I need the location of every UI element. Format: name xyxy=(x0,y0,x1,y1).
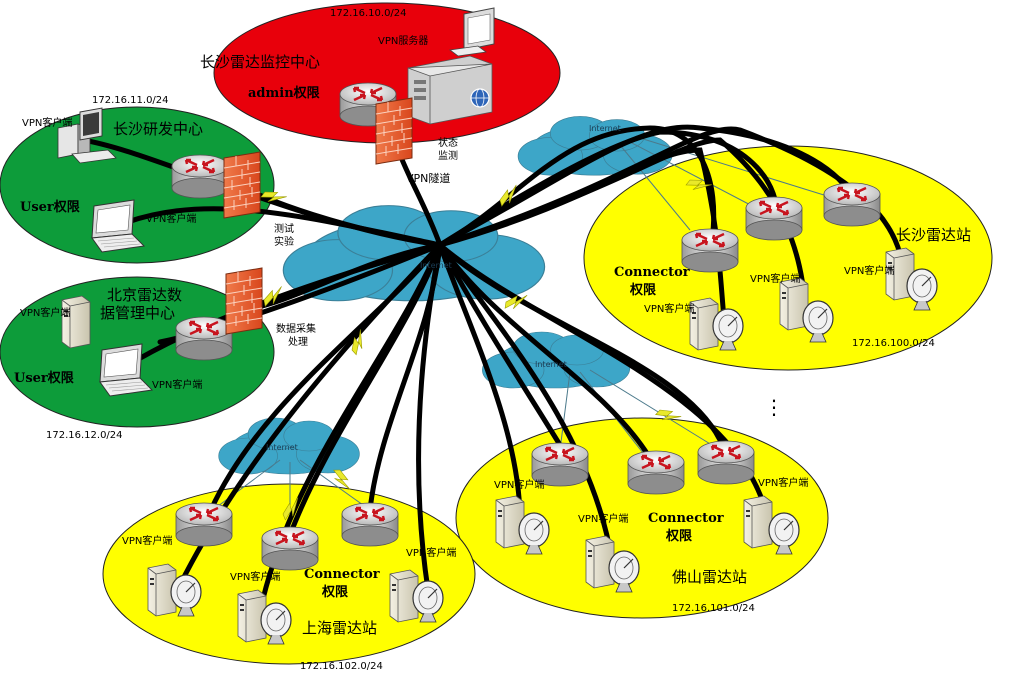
vpn-server-icon xyxy=(407,7,495,125)
admin-zone-name: 长沙雷达监控中心 xyxy=(200,53,320,71)
fs-permission-line1: Connector xyxy=(648,511,724,526)
data-label-line1: 数据采集 xyxy=(276,322,316,335)
bj-zone-name-line1: 北京雷达数 xyxy=(107,286,182,304)
cs-station-name: 长沙雷达站 xyxy=(896,226,971,244)
cs-subnet-label: 172.16.100.0/24 xyxy=(852,338,935,349)
router-cs-3-icon xyxy=(822,181,882,228)
cs-client2-label: VPN客户端 xyxy=(750,272,800,285)
test-label-line1: 测试 xyxy=(274,222,294,235)
rnd-zone-name: 长沙研发中心 xyxy=(113,120,203,138)
router-sh-1-icon xyxy=(174,501,234,548)
cloud-mid-right-label: Internet xyxy=(535,360,567,369)
monitor-label-line1: 状态 xyxy=(438,136,458,149)
data-label-line2: 处理 xyxy=(288,336,308,348)
router-sh-2-icon xyxy=(260,525,320,572)
fs-client2-label: VPN客户端 xyxy=(578,512,628,525)
router-bj-icon xyxy=(174,315,234,362)
cloud-top-right-label: Internet xyxy=(589,124,621,133)
zone-cs-station-ellipse xyxy=(583,145,993,371)
firewall-bj-icon xyxy=(225,267,263,335)
more-stations-ellipsis: ⋮ xyxy=(764,395,784,419)
cloud-center-label: Internet xyxy=(420,261,452,270)
cloud-bottom-left-label: Internet xyxy=(266,443,298,452)
cs-permission-line1: Connector xyxy=(614,265,690,280)
fs-subnet-label: 172.16.101.0/24 xyxy=(672,603,755,614)
router-cs-1-icon xyxy=(680,227,740,274)
rnd-subnet-label: 172.16.11.0/24 xyxy=(92,95,169,106)
fs-client3-label: VPN客户端 xyxy=(758,476,808,489)
rnd-client1-label: VPN客户端 xyxy=(22,116,72,129)
vpn-server-label: VPN服务器 xyxy=(378,34,428,47)
sh-client1-label: VPN客户端 xyxy=(122,534,172,547)
vpn-tunnel-lines xyxy=(79,107,908,615)
router-rnd-icon xyxy=(170,153,230,200)
sh-station-name: 上海雷达站 xyxy=(302,619,377,637)
bj-subnet-label: 172.16.12.0/24 xyxy=(46,430,123,441)
sh-client3-label: VPN客户端 xyxy=(406,546,456,559)
router-sh-3-icon xyxy=(340,501,400,548)
vpn-tunnel-label: VPN隧道 xyxy=(406,171,450,185)
tower-bj-icon xyxy=(61,295,91,349)
admin-permission-label: admin权限 xyxy=(248,85,321,101)
fs-station-name: 佛山雷达站 xyxy=(672,568,747,586)
router-cs-2-icon xyxy=(744,195,804,242)
bj-zone-name-line2: 据管理中心 xyxy=(100,304,175,322)
bj-permission-label: User权限 xyxy=(14,370,75,386)
fs-client1-label: VPN客户端 xyxy=(494,478,544,491)
tower-fs-1-icon xyxy=(495,495,525,549)
router-fs-3-icon xyxy=(696,439,756,486)
tower-fs-3-icon xyxy=(743,495,773,549)
test-label-line2: 实验 xyxy=(274,235,294,248)
rnd-permission-label: User权限 xyxy=(20,199,81,215)
router-fs-2-icon xyxy=(626,449,686,496)
cs-client1-label: VPN客户端 xyxy=(644,302,694,315)
admin-subnet-label: 172.16.10.0/24 xyxy=(330,8,407,19)
firewall-admin-icon xyxy=(375,97,413,165)
sh-subnet-label: 172.16.102.0/24 xyxy=(300,661,383,672)
cs-permission-line2: 权限 xyxy=(629,282,657,298)
cs-client3-label: VPN客户端 xyxy=(844,264,894,277)
sh-client2-label: VPN客户端 xyxy=(230,570,280,583)
monitor-label-line2: 监测 xyxy=(438,149,458,162)
bj-client2-label: VPN客户端 xyxy=(152,378,202,391)
rnd-client2-label: VPN客户端 xyxy=(146,212,196,225)
bj-client1-label: VPN客户端 xyxy=(20,306,70,319)
firewall-rnd-icon xyxy=(223,151,261,219)
sh-permission-line1: Connector xyxy=(304,567,380,582)
sh-permission-line2: 权限 xyxy=(321,584,349,600)
fs-permission-line2: 权限 xyxy=(665,528,693,544)
